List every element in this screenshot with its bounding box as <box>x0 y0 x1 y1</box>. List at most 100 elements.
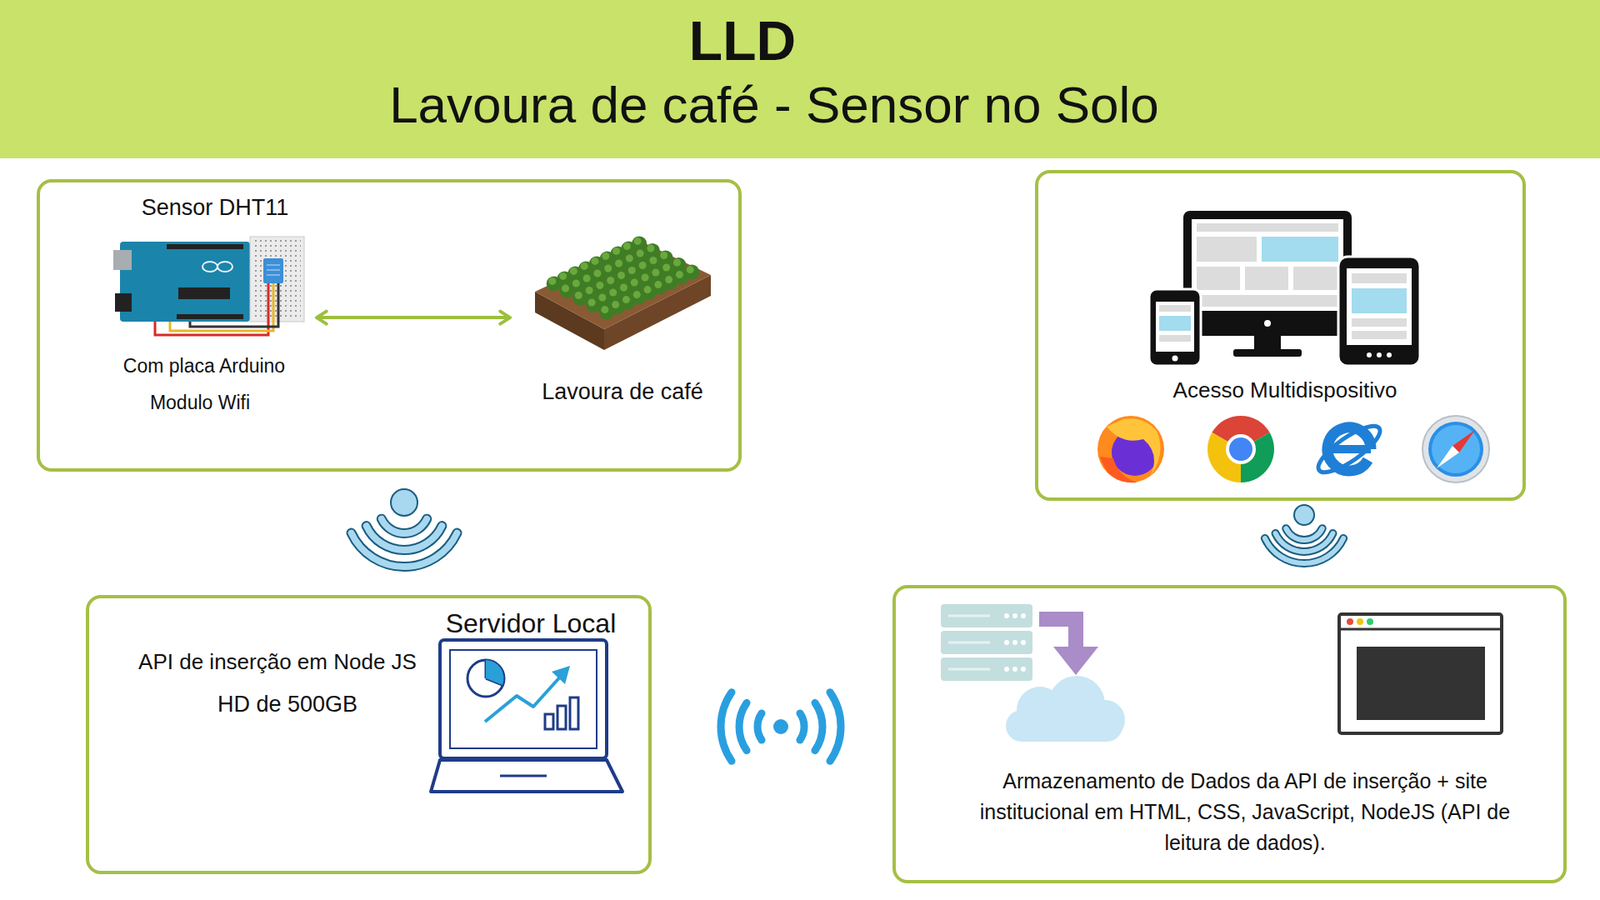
coffee-field <box>615 259 623 267</box>
tablet-icon <box>1376 352 1382 358</box>
monitor-icon <box>1264 320 1271 327</box>
diagram-subtitle: Lavoura de café - Sensor no Solo <box>232 74 1316 136</box>
server-stack-icon <box>1012 640 1018 645</box>
monitor-icon <box>1183 210 1352 336</box>
server-stack-icon <box>1004 640 1010 645</box>
laptop-icon <box>557 705 566 730</box>
laptop-icon <box>485 660 505 685</box>
server-stack-icon <box>940 657 1033 681</box>
firefox-icon <box>1100 456 1138 483</box>
laptop-icon <box>545 714 554 730</box>
wifi-icon <box>351 489 458 567</box>
cloud-icon <box>1085 700 1125 740</box>
internet-explorer-icon <box>1327 427 1371 471</box>
browser-window-icon <box>1356 618 1364 625</box>
coffee-field <box>649 256 657 265</box>
browser-window-icon <box>1339 614 1502 734</box>
phone-icon <box>1159 305 1191 312</box>
server-title: Servidor Local <box>418 607 644 640</box>
tablet-icon <box>1346 268 1412 345</box>
arduino-board <box>115 293 132 312</box>
wifi-icon <box>1275 533 1334 552</box>
arduino-board <box>113 241 250 322</box>
laptop-icon <box>500 775 547 778</box>
coffee-field <box>620 284 628 292</box>
safari-icon <box>1422 415 1490 483</box>
broadcast-icon <box>815 702 823 750</box>
server-stack-icon <box>940 630 1033 655</box>
phone-icon <box>1149 289 1201 366</box>
arduino-board <box>202 261 218 272</box>
sensor-wires <box>155 283 279 335</box>
internet-explorer-icon <box>1312 418 1386 480</box>
tablet-icon <box>1351 273 1407 284</box>
dht11-sensor <box>266 270 280 271</box>
monitor-icon <box>1196 223 1339 232</box>
coffee-field <box>585 286 594 295</box>
monitor-icon <box>1196 266 1240 290</box>
coffee-field <box>561 284 570 292</box>
title-band <box>0 0 1600 159</box>
wifi-icon <box>351 533 458 567</box>
coffee-field <box>601 252 610 260</box>
diagram-title: LLD <box>575 8 910 75</box>
laptop-icon <box>440 640 607 759</box>
server-stack-icon <box>948 668 990 671</box>
server-stack-icon <box>940 604 1033 628</box>
title-band <box>0 0 1600 159</box>
safari-icon <box>1452 430 1475 453</box>
coffee-field <box>622 295 630 304</box>
server-stack-icon <box>940 604 1033 681</box>
coffee-field <box>559 272 567 280</box>
broadcast-icon <box>720 692 732 762</box>
server-stack-icon <box>1020 640 1026 645</box>
coffee-field <box>593 269 601 277</box>
monitor-icon <box>1245 266 1289 290</box>
tablet-icon <box>1386 352 1392 358</box>
tablet-icon <box>1338 256 1420 366</box>
wifi-icon <box>1265 538 1344 564</box>
laptop-icon <box>551 665 570 685</box>
coffee-field <box>617 271 625 280</box>
coffee-field <box>572 279 580 287</box>
firefox-icon <box>1097 415 1165 483</box>
tablet-icon <box>1351 330 1407 340</box>
coffee-field <box>560 283 575 299</box>
broadcast-icon <box>720 692 841 762</box>
wifi-icon <box>366 525 443 550</box>
tablet-icon <box>1351 288 1407 314</box>
safari-icon <box>1431 425 1480 474</box>
upload-arrow-icon <box>1039 611 1099 675</box>
coffee-field <box>644 285 652 294</box>
coffee-field <box>633 290 641 299</box>
broadcast-icon <box>800 713 805 740</box>
coffee-field <box>625 254 634 262</box>
safari-icon <box>1428 421 1484 477</box>
sensor-wires <box>190 283 279 327</box>
broadcast-icon <box>830 692 841 762</box>
coffee-field <box>665 275 673 284</box>
coffee-field <box>546 275 562 291</box>
coffee-field <box>599 305 615 320</box>
server-note: HD de 500GB <box>162 690 413 718</box>
arduino-board <box>217 261 233 272</box>
monitor-icon <box>1293 266 1339 290</box>
server-stack-icon <box>1004 613 1010 619</box>
server-stack-icon <box>1020 666 1026 672</box>
sensor-group: Sensor DHT11Com placa ArduinoModulo Wifi <box>100 190 317 432</box>
coffee-field <box>535 241 711 330</box>
tablet-icon <box>1351 318 1407 327</box>
broadcast-icon <box>739 702 747 750</box>
wifi-icon <box>1294 505 1315 525</box>
coffee-field <box>641 274 650 282</box>
monitor-icon <box>1233 349 1302 357</box>
laptop-icon <box>570 697 579 730</box>
coffee-field <box>595 281 604 290</box>
broadcast-icon <box>757 713 762 740</box>
phone-icon <box>1149 289 1201 366</box>
coffee-field <box>660 251 668 260</box>
browser-window-icon <box>1339 628 1502 631</box>
coffee-field <box>634 237 642 245</box>
coffee-field <box>570 267 578 275</box>
